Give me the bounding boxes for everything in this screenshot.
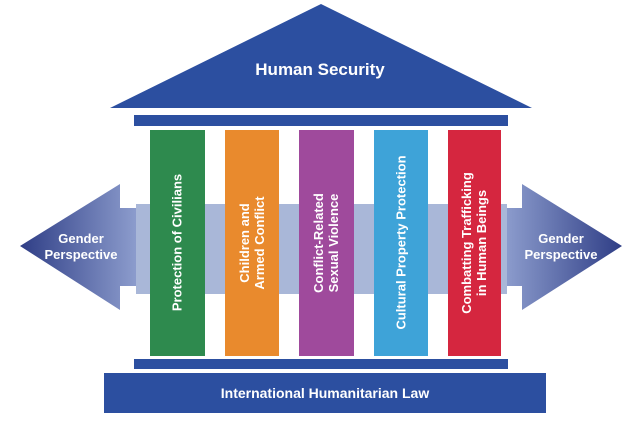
roof-beam — [134, 115, 508, 126]
pillar-label-sexual-violence: Conflict-Related Sexual Violence — [311, 193, 341, 293]
pillar-label-trafficking: Combatting Trafficking in Human Beings — [459, 172, 489, 314]
left-arrow-label: Gender Perspective — [44, 231, 118, 262]
pillar-trafficking — [448, 130, 501, 356]
right-arrow-label: Gender Perspective — [524, 231, 598, 262]
connectors — [136, 204, 507, 294]
pillar-cultural-property — [374, 130, 428, 356]
pillar-sexual-violence — [299, 130, 354, 356]
pillar-label-cultural-property: Cultural Property Protection — [393, 155, 409, 330]
base-beam — [134, 359, 508, 369]
pillar-label-children-armed-conflict: Children and Armed Conflict — [237, 196, 267, 290]
left-arrow — [20, 184, 140, 310]
connector-4 — [428, 204, 448, 294]
connector-left-edge — [136, 204, 150, 294]
pillar-protection-of-civilians — [150, 130, 205, 356]
pillar-label-protection-of-civilians: Protection of Civilians — [169, 173, 185, 312]
roof — [110, 4, 532, 108]
connector-2 — [279, 204, 299, 294]
base — [104, 373, 546, 413]
roof-title: Human Security — [255, 60, 385, 79]
connector-right-edge — [501, 204, 507, 294]
connector-1 — [205, 204, 225, 294]
base-title: International Humanitarian Law — [220, 385, 430, 401]
right-arrow — [502, 184, 622, 310]
pillar-children-armed-conflict — [225, 130, 279, 356]
connector-3 — [354, 204, 374, 294]
